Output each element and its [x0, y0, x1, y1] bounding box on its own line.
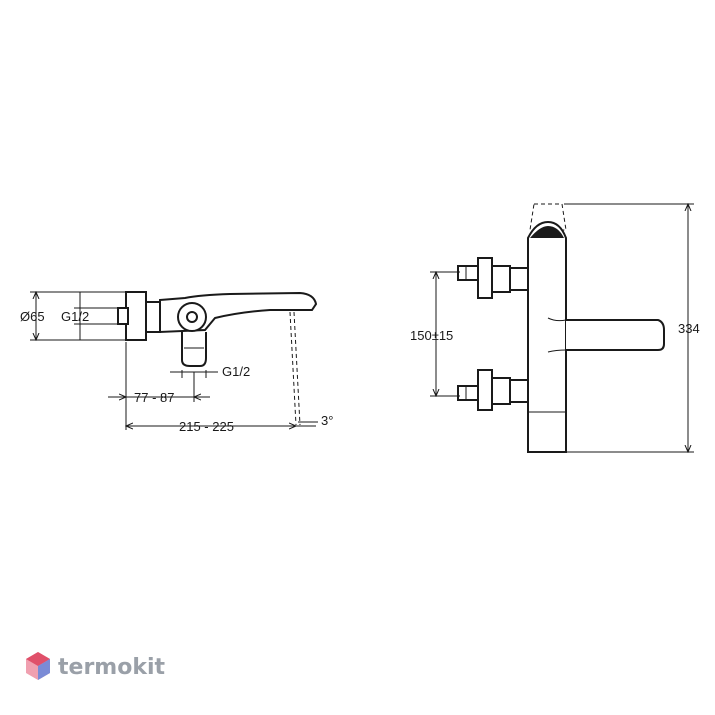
overall-dim-label: 215 - 225 — [179, 419, 234, 434]
brand-logo: termokit — [26, 652, 165, 680]
thread-label-left: G1/2 — [61, 309, 89, 324]
height-dimension: 334 — [564, 204, 700, 452]
inner-dimension: 77 - 87 — [108, 342, 210, 430]
diameter-dimension: Ø65 — [20, 292, 126, 340]
side-view-drawing — [117, 291, 318, 426]
angle-dimension: 3° — [298, 413, 333, 428]
overall-dimension: 215 - 225 — [126, 419, 316, 434]
angle-label: 3° — [321, 413, 333, 428]
thread-dimension-left: G1/2 — [61, 292, 118, 340]
thread-label-bottom: G1/2 — [222, 364, 250, 379]
thread-dimension-bottom: G1/2 — [170, 364, 250, 379]
spacing-label: 150±15 — [410, 328, 453, 343]
inner-dim-label: 77 - 87 — [134, 390, 174, 405]
front-view-drawing — [457, 203, 665, 453]
spacing-dimension: 150±15 — [410, 272, 460, 396]
brand-name: termokit — [58, 655, 165, 680]
height-label: 334 — [678, 321, 700, 336]
dia-label: Ø65 — [20, 309, 45, 324]
